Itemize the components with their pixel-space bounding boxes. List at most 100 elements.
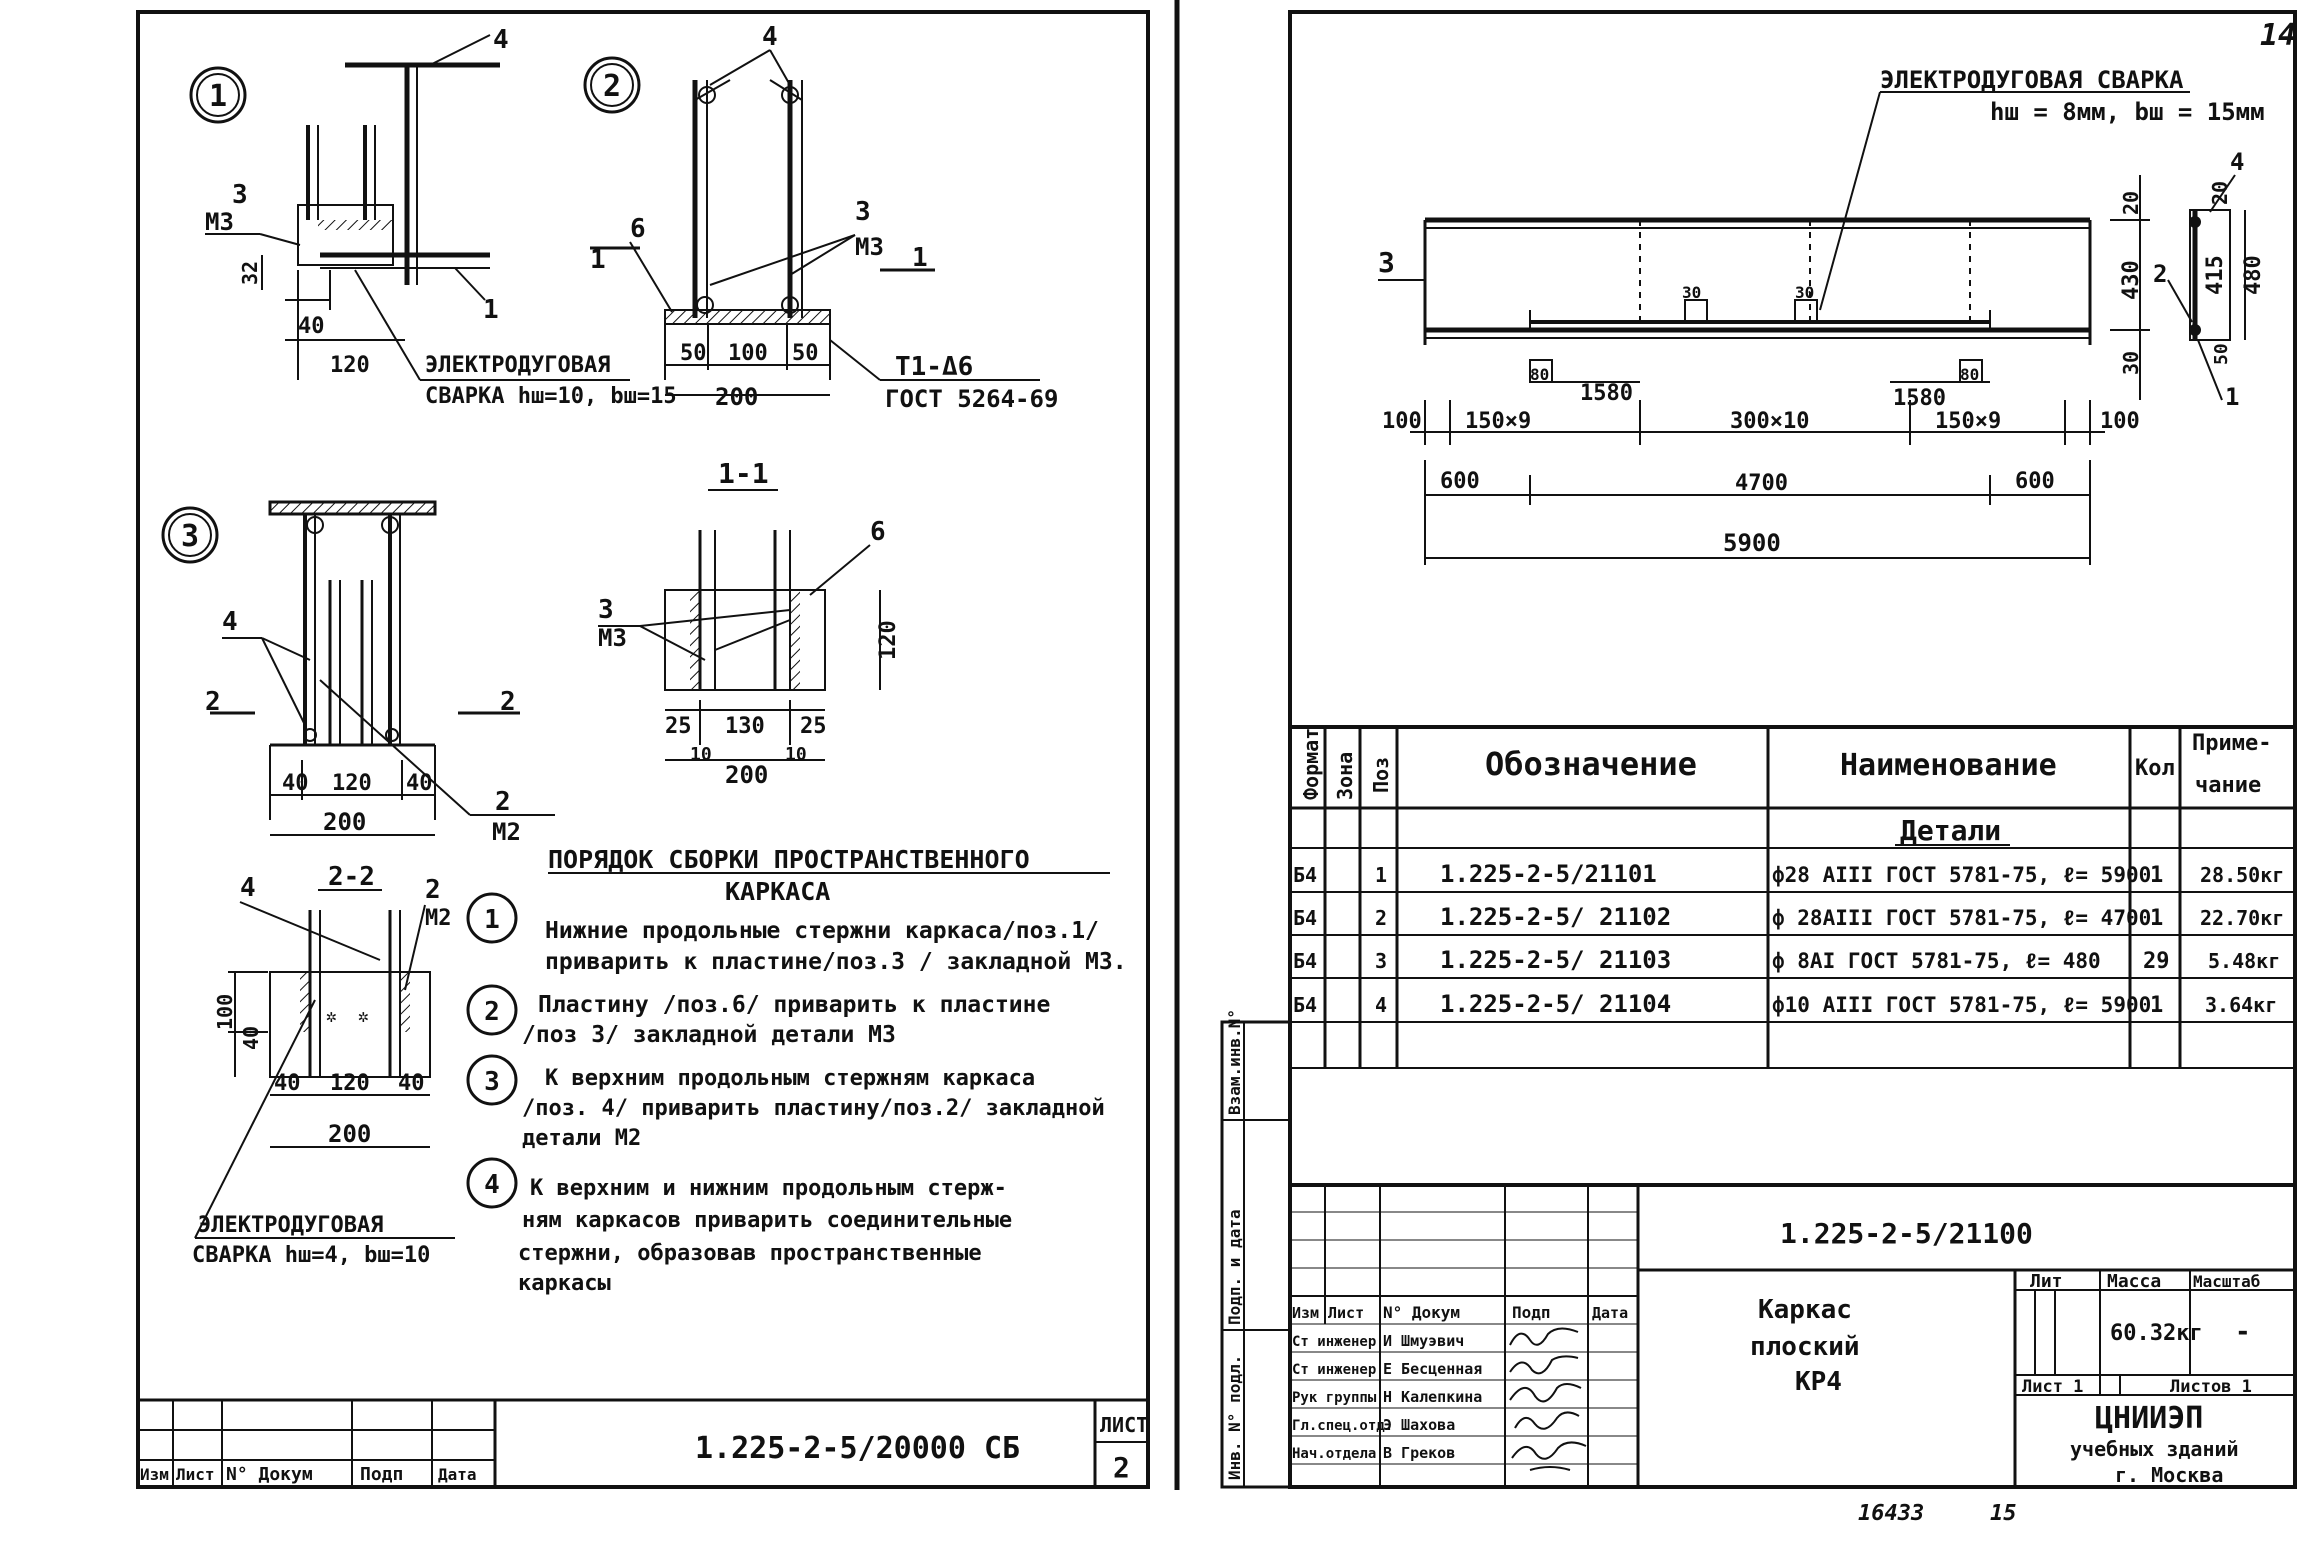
svg-text:Ст инженер: Ст инженер bbox=[1292, 1362, 1376, 1378]
section-2-2: 2-2 ✲ ✲ 100 40 40 120 40 200 4 2 М2 bbox=[192, 862, 455, 1268]
svg-text:М2: М2 bbox=[425, 906, 452, 931]
svg-text:СВАРКА hш=4, bш=10: СВАРКА hш=4, bш=10 bbox=[192, 1243, 430, 1268]
right-sheet: 14 ЭЛЕКТРОДУГОВАЯ СВАРКА hш = 8мм, bш = … bbox=[1220, 10, 2297, 1526]
svg-text:Лист 1: Лист 1 bbox=[2022, 1377, 2083, 1397]
svg-text:15: 15 bbox=[1990, 1501, 2017, 1526]
assembly-order: ПОРЯДОК СБОРКИ ПРОСТРАНСТВЕННОГО КАРКАСА… bbox=[466, 845, 1127, 1296]
svg-text:2: 2 bbox=[484, 997, 500, 1027]
spec-section-title: Детали bbox=[1900, 814, 2001, 847]
svg-text:Дата: Дата bbox=[438, 1465, 477, 1484]
svg-text:50: 50 bbox=[792, 341, 819, 366]
svg-text:40: 40 bbox=[298, 314, 325, 339]
svg-text:Изм: Изм bbox=[140, 1465, 169, 1484]
svg-text:1580: 1580 bbox=[1893, 386, 1946, 411]
svg-text:Лит: Лит bbox=[2030, 1271, 2063, 1292]
svg-text:2: 2 bbox=[2153, 260, 2167, 288]
svg-text:3: 3 bbox=[232, 180, 248, 210]
svg-text:И Шмуэвич: И Шмуэвич bbox=[1383, 1332, 1464, 1350]
left-sheet-number: 2 bbox=[1113, 1451, 1130, 1484]
svg-text:10: 10 bbox=[785, 744, 807, 765]
svg-text:г. Москва: г. Москва bbox=[2115, 1463, 2223, 1487]
svg-text:К верхним продольным стержням: К верхним продольным стержням каркаса bbox=[545, 1066, 1035, 1091]
svg-text:1: 1 bbox=[912, 243, 928, 273]
svg-text:КАРКАСА: КАРКАСА bbox=[725, 877, 830, 906]
svg-text:2: 2 bbox=[1375, 906, 1387, 930]
svg-text:Масштаб: Масштаб bbox=[2193, 1272, 2260, 1291]
svg-text:1: 1 bbox=[484, 905, 500, 935]
left-title-block: Изм Лист N° Докум Подп Дата 1.225-2-5/20… bbox=[138, 1398, 1148, 1487]
svg-text:40: 40 bbox=[282, 771, 309, 796]
svg-text:Поз: Поз bbox=[1369, 757, 1393, 793]
section-1-1: 1-1 120 25 130 25 10 10 200 6 3 М3 bbox=[598, 457, 901, 789]
svg-text:Наименование: Наименование bbox=[1840, 748, 2057, 783]
svg-text:ням каркасов приварить соедини: ням каркасов приварить соединительные bbox=[522, 1208, 1012, 1233]
svg-text:3: 3 bbox=[484, 1067, 500, 1097]
svg-text:40: 40 bbox=[398, 1071, 425, 1096]
svg-text:1: 1 bbox=[2150, 863, 2163, 888]
svg-text:Лист: Лист bbox=[176, 1465, 215, 1484]
svg-text:4: 4 bbox=[1375, 993, 1387, 1017]
svg-text:120: 120 bbox=[330, 353, 370, 378]
svg-text:1: 1 bbox=[2225, 383, 2239, 411]
svg-text:4700: 4700 bbox=[1735, 471, 1788, 496]
table-row: Б4 3 1.225-2-5/ 21103 ф 8АI ГОСТ 5781-75… bbox=[1293, 946, 2280, 974]
svg-text:4: 4 bbox=[240, 873, 256, 903]
detail-3: 3 40 120 40 200 4 bbox=[161, 500, 555, 846]
svg-text:Формат: Формат bbox=[1299, 728, 1323, 800]
svg-text:200: 200 bbox=[328, 1120, 371, 1148]
svg-text:-: - bbox=[2235, 1317, 2251, 1347]
table-row: Б4 2 1.225-2-5/ 21102 ф 28АIII ГОСТ 5781… bbox=[1293, 903, 2284, 931]
svg-text:М3: М3 bbox=[598, 624, 627, 652]
svg-text:ЭЛЕКТРОДУГОВАЯ: ЭЛЕКТРОДУГОВАЯ bbox=[198, 1213, 383, 1238]
svg-text:2: 2 bbox=[500, 687, 516, 717]
svg-text:Пластину /поз.6/ приварить к п: Пластину /поз.6/ приварить к пластине bbox=[538, 992, 1050, 1018]
svg-text:Подп: Подп bbox=[1512, 1303, 1551, 1322]
svg-text:1.225-2-5/21101: 1.225-2-5/21101 bbox=[1440, 860, 1657, 888]
right-title-block: Изм Лист N° Докум Подп Дата Ст инженер И… bbox=[1290, 1183, 2295, 1487]
drawing-title: Каркас bbox=[1758, 1295, 1852, 1325]
svg-text:N° Докум: N° Докум bbox=[1383, 1303, 1460, 1322]
svg-text:1: 1 bbox=[590, 245, 606, 275]
svg-text:1580: 1580 bbox=[1580, 381, 1633, 406]
svg-text:30: 30 bbox=[1682, 283, 1701, 302]
svg-text:Подп. и дата: Подп. и дата bbox=[1225, 1209, 1244, 1325]
svg-text:200: 200 bbox=[725, 761, 768, 789]
svg-text:ЛИСТ: ЛИСТ bbox=[1100, 1413, 1148, 1437]
svg-text:Е Бесценная: Е Бесценная bbox=[1383, 1360, 1482, 1378]
right-sheet-frame bbox=[1288, 10, 2297, 1489]
svg-text:Взам.инв.N°: Взам.инв.N° bbox=[1225, 1009, 1244, 1115]
svg-text:2: 2 bbox=[495, 787, 511, 817]
svg-text:22.70кг: 22.70кг bbox=[2200, 906, 2284, 930]
svg-text:К верхним и нижним продольным: К верхним и нижним продольным стерж- bbox=[530, 1176, 1007, 1201]
svg-text:415: 415 bbox=[2203, 255, 2228, 295]
svg-text:120: 120 bbox=[876, 620, 901, 660]
svg-text:40: 40 bbox=[406, 771, 433, 796]
section-1-1-title: 1-1 bbox=[718, 457, 769, 490]
svg-text:Подп: Подп bbox=[360, 1464, 403, 1485]
svg-text:16433: 16433 bbox=[1858, 1501, 1924, 1526]
svg-text:1: 1 bbox=[1375, 863, 1387, 887]
svg-text:3: 3 bbox=[181, 519, 199, 554]
svg-text:КР4: КР4 bbox=[1795, 1367, 1842, 1397]
svg-text:4: 4 bbox=[762, 22, 778, 52]
svg-text:6: 6 bbox=[870, 517, 886, 547]
svg-text:Нижние продольные стержни карк: Нижние продольные стержни каркаса/поз.1/ bbox=[545, 918, 1099, 944]
left-drawing-code: 1.225-2-5/20000 СБ bbox=[695, 1431, 1020, 1466]
svg-text:1: 1 bbox=[2150, 993, 2163, 1018]
svg-text:/поз. 4/ приварить пластину/по: /поз. 4/ приварить пластину/поз.2/ закла… bbox=[522, 1096, 1105, 1121]
svg-text:Б4: Б4 bbox=[1293, 993, 1317, 1017]
svg-text:5.48кг: 5.48кг bbox=[2208, 949, 2280, 973]
svg-text:430: 430 bbox=[2119, 260, 2144, 300]
svg-text:20: 20 bbox=[2119, 191, 2143, 215]
svg-text:6: 6 bbox=[630, 214, 646, 244]
svg-text:120: 120 bbox=[330, 1071, 370, 1096]
detail-1-number: 1 bbox=[209, 79, 227, 114]
svg-text:каркасы: каркасы bbox=[518, 1271, 611, 1296]
svg-text:М2: М2 bbox=[492, 818, 521, 846]
svg-text:Н Калепкина: Н Калепкина bbox=[1383, 1388, 1482, 1406]
svg-text:3: 3 bbox=[1378, 246, 1395, 279]
svg-text:Обозначение: Обозначение bbox=[1485, 745, 1697, 783]
svg-text:200: 200 bbox=[323, 808, 366, 836]
table-row: Б4 1 1.225-2-5/21101 ф28 АIII ГОСТ 5781-… bbox=[1293, 860, 2284, 888]
svg-text:М3: М3 bbox=[205, 208, 234, 236]
